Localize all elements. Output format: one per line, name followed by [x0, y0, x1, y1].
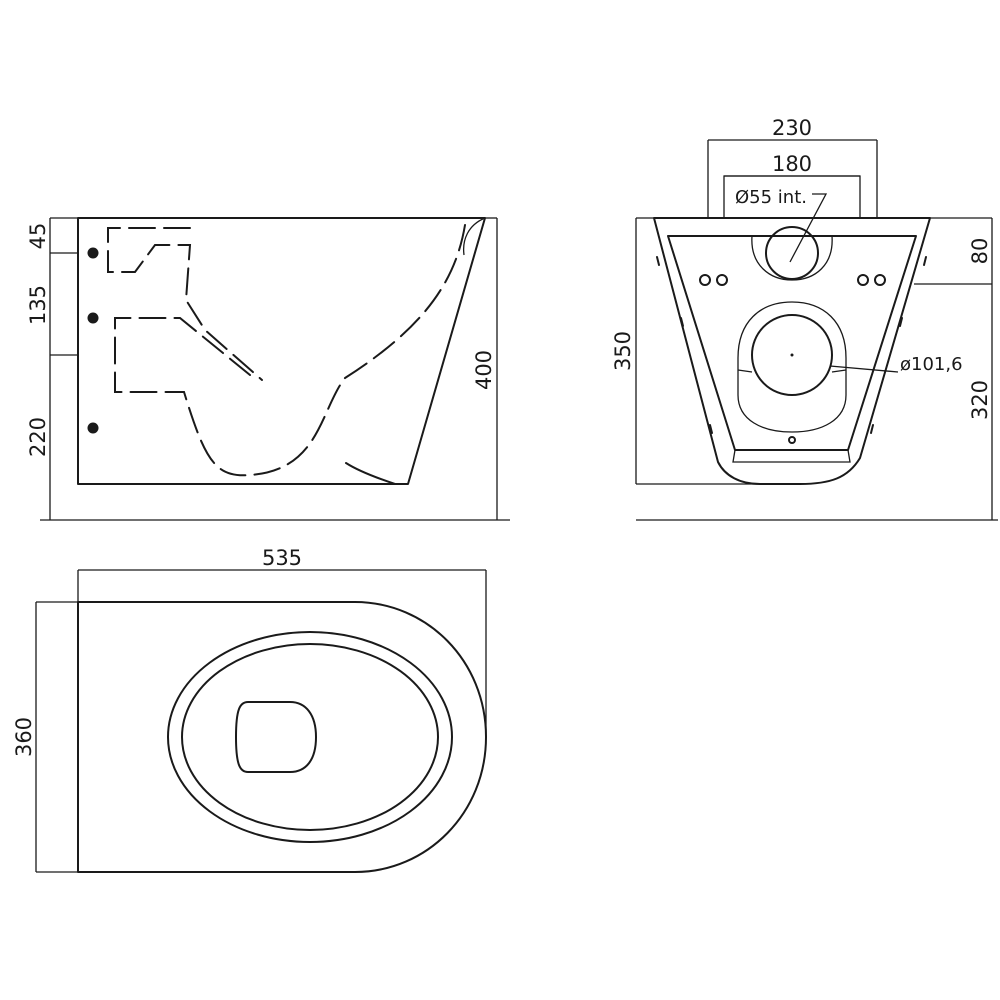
fixing-hole-icon [857, 274, 869, 286]
front-dim-350-label: 350 [611, 331, 635, 371]
top-view: 535 360 [12, 546, 487, 873]
top-view-bowl-opening [235, 701, 317, 773]
front-view-outer-outline [653, 217, 931, 485]
front-dim-230-label: 230 [772, 116, 812, 140]
mounting-bolt-icon [87, 312, 99, 324]
fixing-hole-icon [716, 274, 728, 286]
front-side-mark [709, 424, 713, 434]
top-dim-360-label: 360 [12, 717, 36, 757]
front-side-mark [656, 256, 660, 266]
front-view-inner-outline [667, 235, 917, 451]
side-view-hidden-bowl [114, 224, 466, 477]
front-dim-80-label: 80 [968, 238, 992, 265]
front-side-mark [899, 317, 903, 327]
outlet-lip-left [737, 369, 753, 373]
side-view: 45 135 220 400 [26, 217, 510, 521]
front-view-inner-base [732, 449, 851, 463]
outlet-circle [751, 314, 833, 396]
pipe-leader-line [789, 193, 828, 263]
mounting-bolt-icon [87, 422, 99, 434]
front-view: 230 180 Ø55 int. 350 80 320 ø101,6 [611, 116, 998, 521]
side-dim-220-label: 220 [26, 417, 50, 457]
side-dim-400-label: 400 [472, 350, 496, 390]
side-view-rim-curve [462, 217, 486, 256]
pipe-diameter-label: Ø55 int. [735, 187, 807, 208]
fixing-hole-icon [699, 274, 711, 286]
front-side-mark [680, 317, 684, 327]
front-side-mark [870, 424, 874, 434]
outlet-leader-line [829, 365, 899, 373]
side-view-body-outline [77, 217, 486, 485]
side-dim-135-label: 135 [26, 285, 50, 325]
drain-hole-icon [788, 436, 796, 444]
top-view-outline [77, 601, 487, 873]
front-dim-180-label: 180 [772, 152, 812, 176]
side-view-base-curve [345, 462, 396, 485]
side-dim-45-label: 45 [26, 223, 50, 250]
side-view-hidden-inlet [107, 227, 263, 381]
front-side-mark [923, 256, 927, 266]
inlet-pipe-circle [765, 226, 819, 280]
outlet-surround [737, 301, 847, 433]
fixing-hole-icon [874, 274, 886, 286]
top-view-rim-outer [167, 631, 453, 843]
top-dim-535-label: 535 [262, 546, 302, 570]
mounting-bolt-icon [87, 247, 99, 259]
top-view-rim-inner [181, 643, 439, 831]
front-dim-320-label: 320 [968, 380, 992, 420]
outlet-diameter-label: ø101,6 [900, 354, 963, 375]
outlet-lip-right [831, 369, 847, 373]
outlet-centre-point [790, 353, 794, 357]
